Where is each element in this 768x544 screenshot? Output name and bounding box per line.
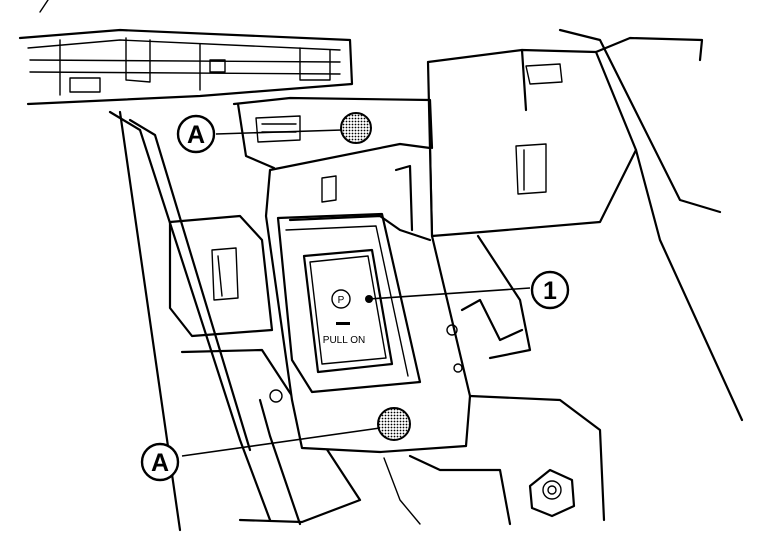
right-upper-bracket (426, 28, 744, 422)
clip-fastener-bottom (377, 407, 411, 441)
callout-1: 1 (530, 270, 570, 310)
right-lower-bracket (383, 234, 606, 526)
leader-line-1 (368, 287, 531, 300)
switch-symbol-text: P (338, 295, 345, 306)
upper-dash-trim (18, 0, 354, 106)
leader-line-a-top (215, 129, 343, 135)
lower-left-housing (168, 214, 362, 524)
left-side-trim (108, 110, 302, 532)
parking-brake-switch: P PULL ON (302, 248, 394, 374)
callout-a-top-text: A (187, 121, 205, 149)
leader-dot-1 (365, 295, 373, 303)
bolt (528, 468, 576, 518)
switch-label-text: PULL ON (323, 335, 365, 346)
clip-fastener-top (340, 112, 372, 144)
callout-a-top: A (176, 114, 216, 154)
leader-line-a-bottom (181, 427, 381, 457)
callout-a-bottom-text: A (151, 449, 169, 477)
switch-recess (276, 212, 422, 394)
callout-a-bottom: A (140, 442, 180, 482)
callout-1-text: 1 (543, 277, 557, 305)
indicator-light (336, 322, 350, 325)
parking-brake-symbol-icon (331, 289, 351, 309)
